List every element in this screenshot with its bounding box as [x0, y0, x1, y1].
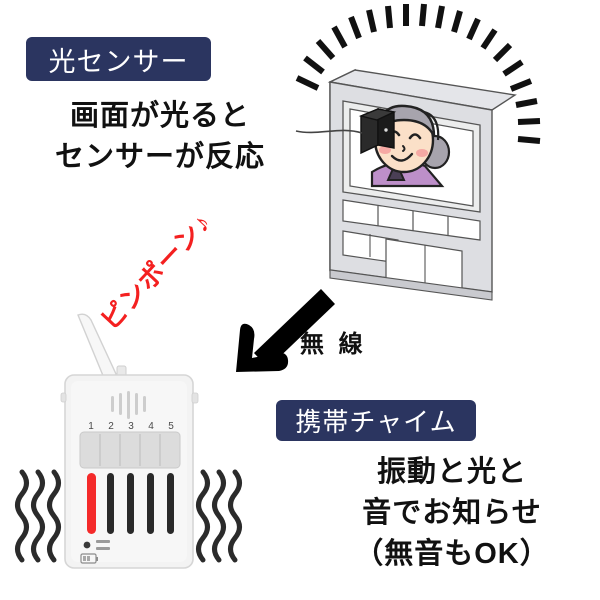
- channel-bar-2: [107, 473, 114, 534]
- speaker-grille-icon: [111, 391, 146, 419]
- channel-label-4: 4: [148, 421, 154, 432]
- wireless-transmission-arrow: [236, 289, 335, 372]
- channel-bar-1-active: [87, 473, 96, 534]
- sensor-wire: [295, 129, 363, 134]
- vibration-waves-right: [196, 469, 242, 563]
- light-sensor-box-icon: [358, 107, 397, 155]
- badge-light-sensor: 光センサー: [26, 37, 211, 81]
- device-right-nub: [191, 392, 199, 404]
- channel-label-5: 5: [168, 421, 174, 432]
- channel-bar-3: [127, 473, 134, 534]
- wireless-label: 無 線: [300, 331, 367, 358]
- channel-label-1: 1: [88, 421, 94, 432]
- light-rays-icon: [295, 3, 541, 144]
- status-led-icon: [83, 541, 91, 549]
- device-body-inner-shade: [71, 381, 187, 562]
- copy-light-sensor: 画面が光ると センサーが反応: [54, 100, 265, 174]
- channel-number-labels: 1 2 3 4 5: [88, 421, 174, 432]
- status-text-marks: [96, 540, 110, 550]
- copy-portable-chime: 振動と光と 音でお知らせ （無音もOK）: [354, 456, 550, 571]
- vibration-waves-left: [15, 469, 61, 563]
- channel-label-2: 2: [108, 421, 114, 432]
- badge-portable-chime: 携帯チャイム: [276, 400, 476, 441]
- channel-name-window: [79, 431, 181, 469]
- channel-bar-5: [167, 473, 174, 534]
- channel-bar-4: [147, 473, 154, 534]
- intercom-bottom-face: [329, 269, 493, 301]
- intercom-button-row: [342, 199, 481, 241]
- battery-icon: [80, 553, 98, 564]
- device-left-nub: [60, 392, 67, 403]
- channel-label-3: 3: [128, 421, 134, 432]
